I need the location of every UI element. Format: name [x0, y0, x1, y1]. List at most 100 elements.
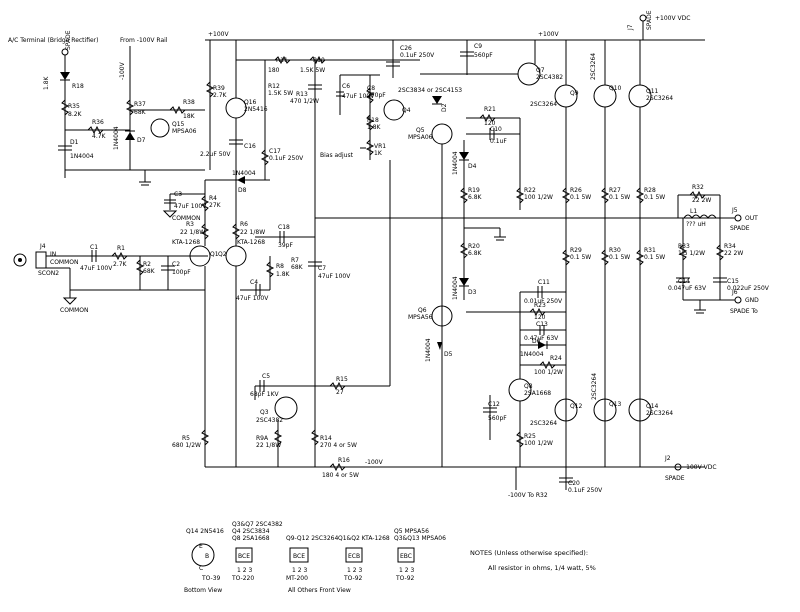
diode-d3: 1N4004 D5 [425, 338, 453, 362]
ground-symbol-1 [139, 170, 151, 186]
transistor-q15: Q15 MPSA06 [150, 118, 197, 138]
svg-text:R14: R14 [320, 435, 332, 442]
svg-text:E: E [199, 543, 203, 550]
spade-out[interactable]: OUT SPADE J5 [720, 207, 758, 232]
svg-text:-100V: -100V [119, 61, 126, 80]
svg-text:C9: C9 [474, 43, 482, 50]
svg-text:R10: R10 [313, 57, 325, 64]
svg-text:0.1 5W: 0.1 5W [609, 194, 630, 201]
svg-text:560pF: 560pF [474, 52, 493, 59]
resistor-r38: R38 18K [130, 99, 205, 120]
svg-text:47uF 100V: 47uF 100V [236, 295, 269, 302]
capacitor-c17: C16 2.2uF 50V [200, 139, 256, 158]
svg-text:2N5416: 2N5416 [244, 106, 268, 113]
svg-text:2SC4382: 2SC4382 [256, 417, 283, 424]
inductor-l1: L1 ??? uH [683, 208, 717, 228]
svg-text:18K: 18K [183, 113, 196, 120]
resistor-r21: R21 120 [466, 106, 520, 127]
svg-text:2SC3264: 2SC3264 [646, 410, 673, 417]
svg-text:1N4004: 1N4004 [113, 126, 120, 150]
svg-text:C7: C7 [318, 265, 326, 272]
svg-text:R1: R1 [117, 245, 125, 252]
svg-text:1N4004: 1N4004 [452, 151, 459, 175]
svg-text:R37: R37 [134, 101, 146, 108]
pot-vr1[interactable]: VR1 1K Bias adjust [320, 139, 386, 159]
resistor-r32: R32 22 2W [677, 184, 721, 218]
capacitor-c1: C1 47uF 100V [80, 244, 113, 272]
svg-text:0.022uF 250V: 0.022uF 250V [727, 285, 770, 292]
capacitor-c12: C12 560pF [483, 395, 507, 440]
svg-text:0.1 5W: 0.1 5W [644, 254, 665, 261]
svg-text:R5: R5 [182, 435, 190, 442]
svg-text:IN: IN [50, 251, 56, 258]
svg-text:D4: D4 [468, 163, 477, 170]
svg-text:2SC3264: 2SC3264 [591, 373, 598, 400]
svg-text:1N4004: 1N4004 [232, 170, 256, 177]
svg-text:1N4004: 1N4004 [70, 153, 94, 160]
svg-text:D8: D8 [238, 187, 247, 194]
svg-text:0.1uF 250V: 0.1uF 250V [400, 52, 435, 59]
svg-text:Q5: Q5 [416, 127, 425, 134]
svg-text:2.7K: 2.7K [213, 92, 228, 99]
svg-text:C6: C6 [342, 83, 350, 90]
transistor-q16: Q16 2N5416 [225, 40, 268, 180]
resistor-r39: R39 2.7K [205, 40, 228, 170]
svg-text:68K: 68K [134, 109, 147, 116]
capacitor-c15: C15 0.022uF 250V [713, 277, 770, 292]
legend-pkg-to220: Q3&Q7 2SC4382 Q4 2SC3834 Q8 2SA1668 BCE … [231, 521, 283, 582]
svg-text:0.047uF 63V: 0.047uF 63V [668, 285, 707, 292]
svg-text:Q9-Q12 2SC3264: Q9-Q12 2SC3264 [286, 535, 338, 542]
legend-pkg-to92-b: Q5 MPSA56 Q3&Q13 MPSA06 EBC 1 2 3 TO-92 [394, 528, 446, 582]
capacitor-c10: C10 0.1uF [466, 126, 520, 145]
capacitor-c26: C26 0.1uF 250V [386, 40, 435, 78]
svg-text:2SC3264: 2SC3264 [646, 95, 673, 102]
svg-text:C20: C20 [568, 480, 580, 487]
svg-text:0.47uF 63V: 0.47uF 63V [524, 335, 559, 342]
transistor-q6: Q6 MPSA56 [408, 305, 453, 327]
svg-text:22 1/8W: 22 1/8W [256, 442, 281, 449]
svg-text:SPADE: SPADE [665, 475, 685, 482]
resistor-r22: R22 100 1/2W [515, 118, 553, 210]
legend-q14-bottom-view: Q14 2N5416 E B C TO-39 Bottom View [184, 528, 224, 594]
svg-text:120: 120 [534, 314, 546, 321]
transistor-q3: Q3 2SC4382 [256, 396, 298, 424]
svg-text:C1: C1 [90, 244, 98, 251]
resistor-r35: R35 8.2K [60, 99, 83, 118]
svg-text:Q16: Q16 [244, 99, 257, 106]
spade-neg-rail[interactable]: -100V VDC SPADE J2 [664, 455, 717, 482]
svg-text:Q7: Q7 [536, 67, 545, 74]
svg-text:MPSA06: MPSA06 [172, 128, 197, 135]
svg-text:R30: R30 [609, 247, 621, 254]
svg-text:R29: R29 [570, 247, 582, 254]
spade-pos-rail[interactable]: SPADE +100V VDC J7 [627, 10, 690, 40]
svg-text:R26: R26 [570, 187, 582, 194]
resistor-r16: R16 180 4 or 5W [322, 457, 359, 479]
svg-text:C4: C4 [250, 279, 258, 286]
svg-text:R9A: R9A [256, 435, 269, 442]
svg-text:180 4 or 5W: 180 4 or 5W [322, 472, 359, 479]
svg-text:TO-92: TO-92 [395, 575, 415, 582]
svg-text:SPADE: SPADE [730, 225, 750, 232]
neg-rail-to-r32: -100V To R32 [508, 467, 548, 499]
spade-gnd[interactable]: GND SPADE To J6 [730, 289, 759, 315]
svg-text:100pF: 100pF [172, 269, 191, 276]
svg-text:2SC3264: 2SC3264 [530, 101, 557, 108]
svg-text:R33: R33 [678, 243, 690, 250]
resistor-r25: R25 100 1/2W [515, 401, 553, 467]
resistor-r18: C8 270pF [340, 74, 386, 160]
capacitor-c9: C9 560pF [460, 40, 493, 75]
svg-text:1 2 3: 1 2 3 [292, 567, 307, 574]
svg-text:Q12: Q12 [570, 403, 583, 410]
svg-text:1N4004: 1N4004 [425, 338, 432, 362]
svg-text:R20: R20 [468, 243, 480, 250]
legend-front-view: All Others Front View [288, 587, 351, 594]
resistor-r19: R19 6.8K [459, 187, 483, 204]
svg-text:EBC: EBC [400, 553, 412, 560]
pos-rail-label: +100V [208, 31, 229, 38]
svg-text:R18: R18 [72, 83, 84, 90]
svg-text:??? uH: ??? uH [686, 221, 706, 228]
svg-text:R38: R38 [183, 99, 195, 106]
svg-text:C16: C16 [244, 143, 256, 150]
connector-j4[interactable]: J4 SCON2 IN COMMON [13, 243, 78, 277]
